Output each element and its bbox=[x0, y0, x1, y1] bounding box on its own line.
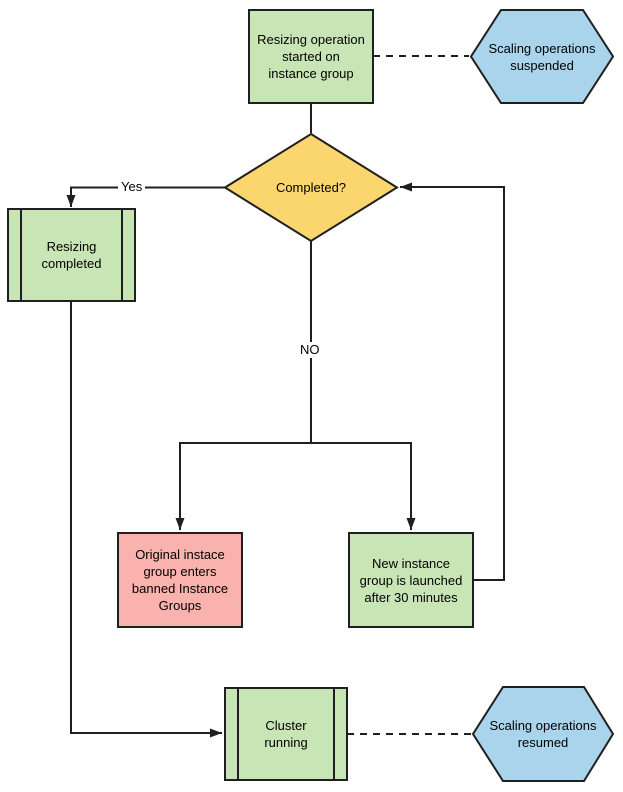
process-banned-shape bbox=[117, 532, 243, 628]
node-resizing-completed-label: Resizing completed bbox=[41, 239, 102, 271]
hexagon-resumed-shape bbox=[471, 686, 615, 782]
node-resizing-completed: Resizing completed bbox=[20, 209, 123, 301]
node-cluster-running: Cluster running bbox=[238, 688, 334, 780]
predefined-process-cluster-shape bbox=[224, 687, 348, 781]
connector-newgroup-decision bbox=[400, 182, 505, 581]
edge-label-no: NO bbox=[297, 342, 323, 358]
hexagon-suspended-shape bbox=[469, 9, 615, 104]
node-start-label: Resizing operation started on instance g… bbox=[257, 32, 365, 81]
node-scaling-resumed: Scaling operations resumed bbox=[473, 687, 613, 781]
connector-no-newgroup bbox=[311, 442, 416, 530]
decision-diamond-shape bbox=[223, 132, 399, 243]
node-scaling-resumed-label: Scaling operations resumed bbox=[489, 718, 597, 750]
node-scaling-suspended: Scaling operations suspended bbox=[471, 10, 613, 103]
node-cluster-running-label: Cluster running bbox=[264, 718, 308, 750]
node-decision-completed-label: Completed? bbox=[275, 180, 347, 195]
node-new-instance-group: New instance group is launched after 30 … bbox=[349, 533, 473, 627]
connector-decision-yes bbox=[66, 186, 226, 207]
node-banned-groups-label: Original instace group enters banned Ins… bbox=[131, 547, 229, 613]
connector-resizing-cluster bbox=[70, 301, 222, 738]
node-start: Resizing operation started on instance g… bbox=[251, 10, 371, 103]
node-new-instance-group-label: New instance group is launched after 30 … bbox=[359, 555, 463, 605]
node-scaling-suspended-label: Scaling operations suspended bbox=[488, 40, 596, 73]
node-banned-groups: Original instace group enters banned Ins… bbox=[120, 533, 240, 627]
edge-label-yes: Yes bbox=[118, 179, 146, 195]
process-start-shape bbox=[248, 9, 374, 104]
node-decision-completed: Completed? bbox=[225, 134, 397, 241]
connector-no-banned bbox=[175, 442, 311, 530]
process-newgroup-shape bbox=[348, 532, 474, 628]
predefined-process-resizing-shape bbox=[7, 208, 136, 302]
